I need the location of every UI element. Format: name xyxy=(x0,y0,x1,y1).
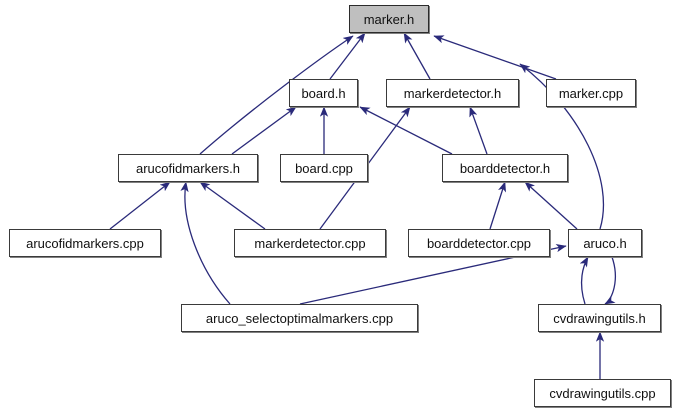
graph-node-boarddetector-cpp[interactable]: boarddetector.cpp xyxy=(408,229,550,257)
graph-node-label: marker.h xyxy=(363,11,415,27)
edge-group xyxy=(109,32,616,379)
graph-node-label: cvdrawingutils.h xyxy=(553,310,646,326)
graph-node-cvdrawingutils-h[interactable]: cvdrawingutils.h xyxy=(538,304,661,332)
graph-node-arucofidmarkers-cpp[interactable]: arucofidmarkers.cpp xyxy=(9,229,161,257)
graph-node-label: aruco_selectoptimalmarkers.cpp xyxy=(205,310,394,326)
graph-node-label: aruco.h xyxy=(583,235,627,251)
graph-node-aruco-h[interactable]: aruco.h xyxy=(568,229,642,257)
graph-node-label: arucofidmarkers.h xyxy=(135,160,241,176)
graph-node-boarddetector-h[interactable]: boarddetector.h xyxy=(442,154,568,182)
edge-boarddetector-cpp-to-boarddetector-h xyxy=(489,181,506,230)
edge-arucofidmarkers-h-to-marker-h xyxy=(199,35,354,155)
graph-node-label: arucofidmarkers.cpp xyxy=(26,235,144,251)
graph-node-aruco-select-cpp[interactable]: aruco_selectoptimalmarkers.cpp xyxy=(181,304,418,332)
graph-node-markerdetector-cpp[interactable]: markerdetector.cpp xyxy=(234,229,386,257)
graph-node-label: markerdetector.h xyxy=(403,85,502,101)
graph-node-label: marker.cpp xyxy=(558,85,624,101)
graph-node-markerdetector-h[interactable]: markerdetector.h xyxy=(386,79,519,107)
edge-cvdrawingutils-h-to-aruco-h xyxy=(579,256,589,305)
edge-marker-cpp-to-marker-h xyxy=(433,35,557,80)
graph-node-label: board.cpp xyxy=(295,160,353,176)
edge-arucofidmarkers-cpp-to-arucofidmarkers-h xyxy=(109,181,171,230)
graph-node-board-h[interactable]: board.h xyxy=(289,79,358,107)
edge-boarddetector-h-to-board-h xyxy=(359,106,453,155)
graph-node-marker-h[interactable]: marker.h xyxy=(349,5,429,33)
edge-aruco-select-cpp-to-arucofidmarkers-h xyxy=(180,181,231,305)
graph-node-label: cvdrawingutils.cpp xyxy=(549,385,656,401)
graph-node-label: boarddetector.cpp xyxy=(426,235,532,251)
edge-boarddetector-h-to-markerdetector-h xyxy=(469,106,488,155)
graph-node-marker-cpp[interactable]: marker.cpp xyxy=(546,79,636,107)
graph-node-arucofidmarkers-h[interactable]: arucofidmarkers.h xyxy=(118,154,258,182)
graph-node-cvdrawingutils-cpp[interactable]: cvdrawingutils.cpp xyxy=(534,379,671,407)
edge-aruco-h-to-markerdetector-h xyxy=(519,63,605,230)
edge-markerdetector-h-to-marker-h xyxy=(403,32,431,80)
edge-markerdetector-cpp-to-arucofidmarkers-h xyxy=(199,181,266,230)
graph-node-label: markerdetector.cpp xyxy=(254,235,366,251)
edge-arucofidmarkers-h-to-board-h xyxy=(231,106,297,155)
graph-node-label: boarddetector.h xyxy=(459,160,551,176)
edge-board-h-to-marker-h xyxy=(329,32,366,80)
graph-node-board-cpp[interactable]: board.cpp xyxy=(280,154,368,182)
graph-node-label: board.h xyxy=(301,85,346,101)
edge-aruco-h-to-boarddetector-h xyxy=(524,181,578,230)
edge-aruco-h-to-cvdrawingutils-h xyxy=(604,256,616,305)
